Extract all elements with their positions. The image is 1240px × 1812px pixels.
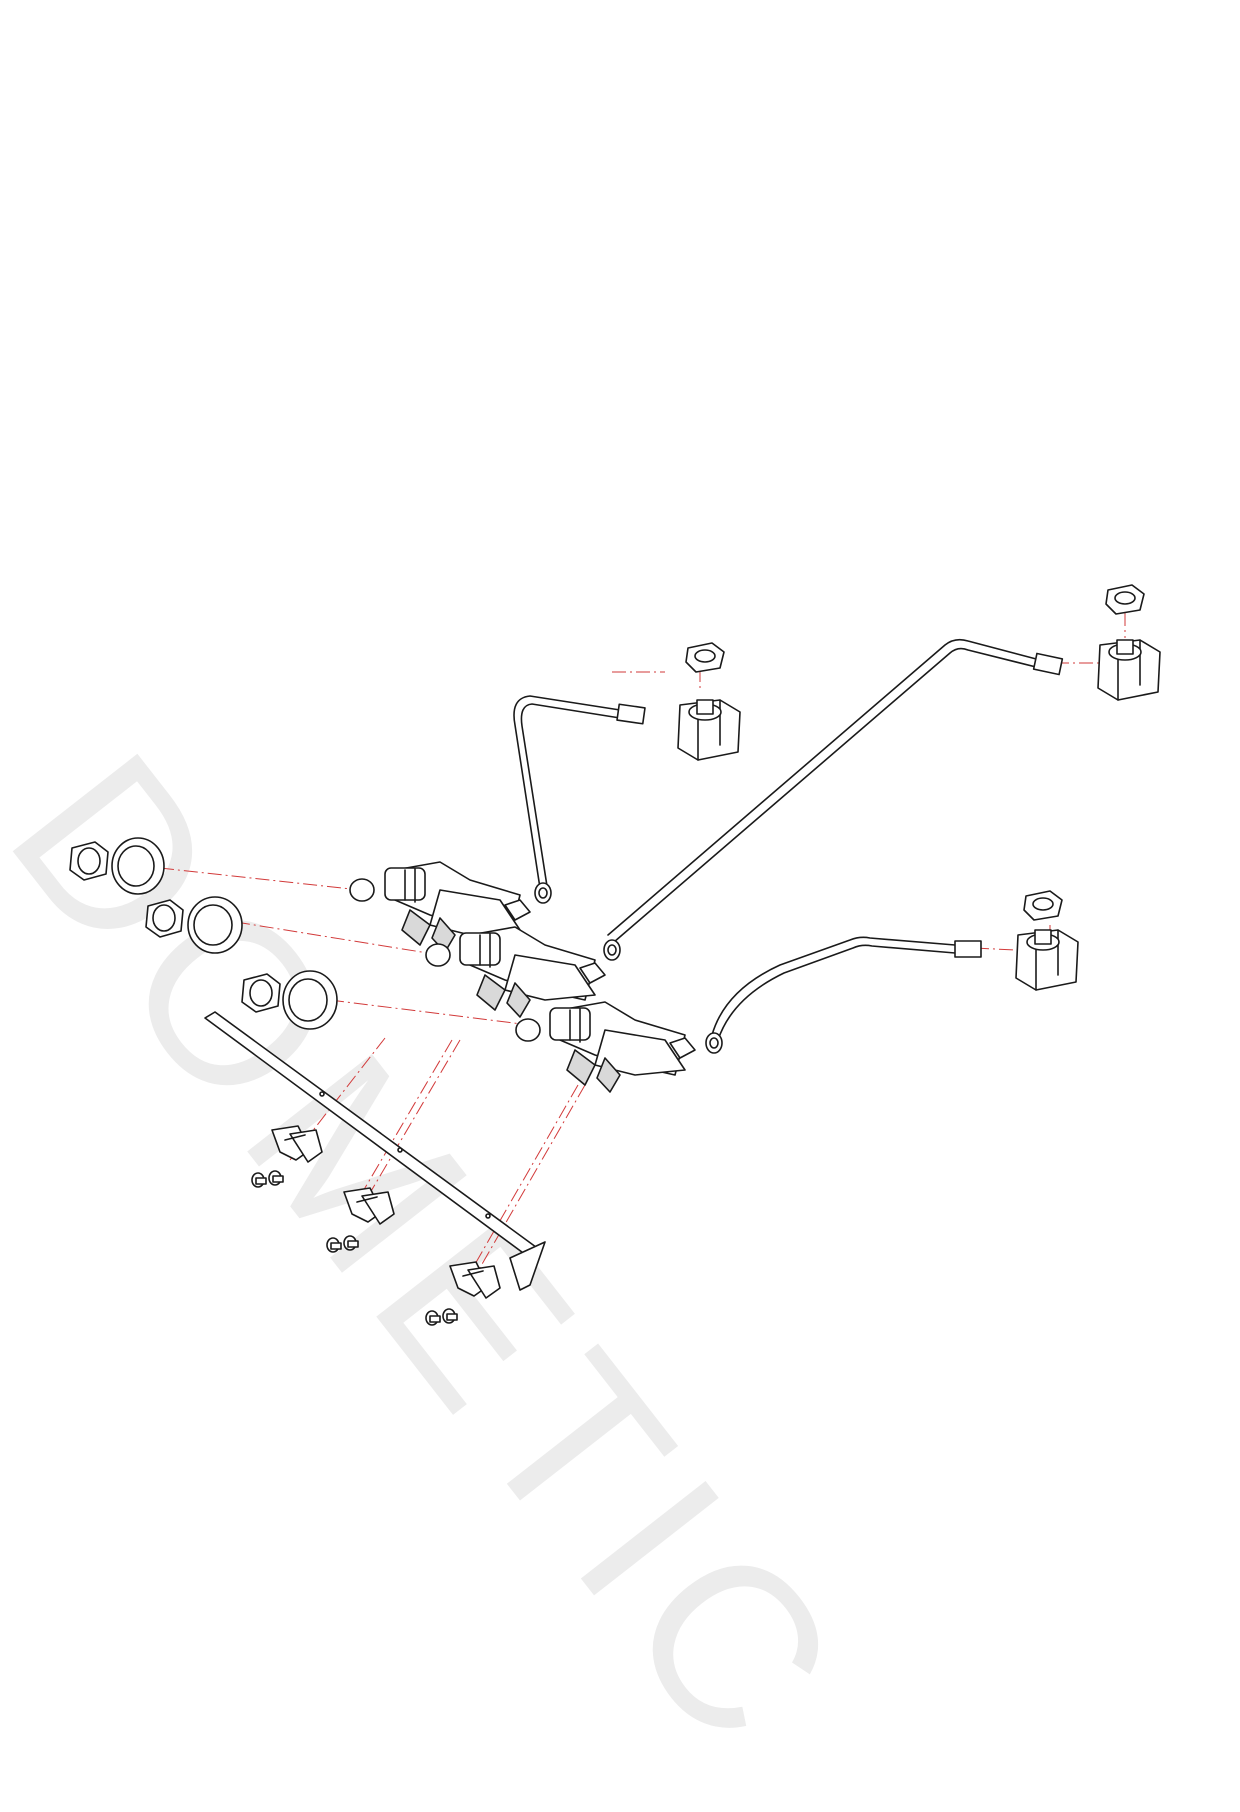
screw-4 [343,1235,359,1251]
connector-left [677,699,741,761]
sealing-ring-2 [187,896,243,954]
sealing-ring-1 [111,837,165,895]
screw-3 [326,1237,342,1253]
bracket-1 [271,1125,323,1163]
valve-assembly-1 [349,861,531,953]
connector-right-bottom [1015,929,1079,991]
nut-2 [145,899,184,938]
bracket-3 [449,1261,501,1299]
bracket-2 [343,1187,395,1225]
connector-right-top [1097,639,1161,701]
gas-pipe-right [705,936,982,1054]
valve-assembly-3 [515,1001,696,1093]
sealing-ring-3 [282,970,338,1030]
exploded-view-drawing [69,584,1161,1326]
screw-6 [442,1308,458,1324]
screw-2 [268,1170,284,1186]
screw-1 [251,1172,267,1188]
gas-pipe-long [603,638,1064,961]
pipe-nut-right-bottom [1023,890,1063,921]
screw-5 [425,1310,441,1326]
exploded-diagram-page: DOMETIC [0,584,1161,1802]
pipe-nut-left [685,642,725,673]
pipe-nut-right-top [1105,584,1145,615]
valve-assembly-2 [425,926,606,1018]
mounting-rail [204,1011,546,1291]
nut-3 [241,973,281,1013]
nut-1 [69,841,109,881]
gas-pipe-left [513,695,646,904]
